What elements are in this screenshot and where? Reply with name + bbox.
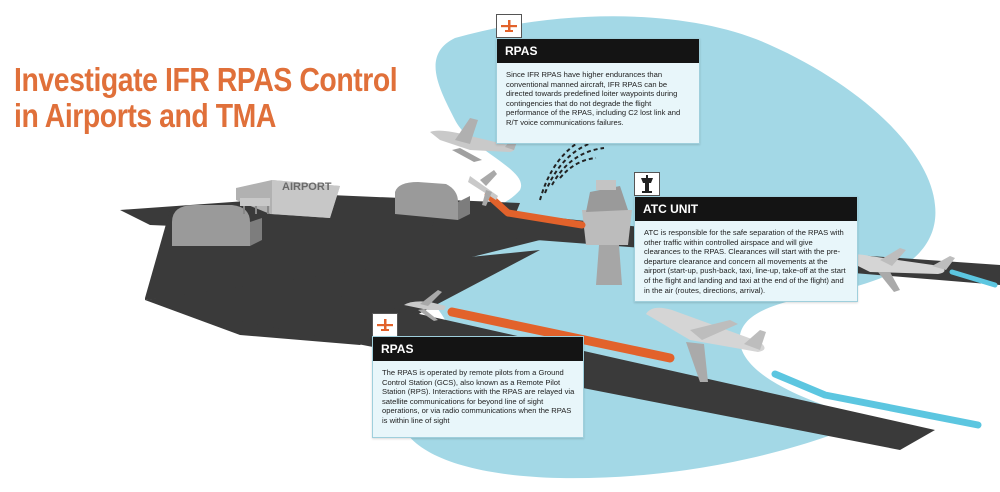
rpas-ground-badge bbox=[372, 313, 398, 337]
manned-landing-path bbox=[771, 370, 982, 429]
rpas-ground-callout: RPAS The RPAS is operated by remote pilo… bbox=[372, 336, 584, 438]
rpas-air-heading: RPAS bbox=[497, 39, 699, 63]
airport-buildings bbox=[172, 180, 470, 246]
control-tower-icon bbox=[641, 175, 653, 193]
rpas-aircraft-runway bbox=[404, 290, 446, 321]
rpas-air-text: Since IFR RPAS have higher endurances th… bbox=[506, 70, 681, 127]
title-line-1: Investigate IFR RPAS Control bbox=[14, 61, 398, 98]
atc-text: ATC is responsible for the safe separati… bbox=[644, 228, 846, 295]
drone-icon bbox=[377, 319, 393, 331]
atc-callout: ATC UNIT ATC is responsible for the safe… bbox=[634, 196, 858, 302]
drone-icon bbox=[501, 20, 517, 32]
rpas-ground-heading: RPAS bbox=[373, 337, 583, 361]
title-line-2: in Airports and TMA bbox=[14, 97, 276, 134]
airport-sign: AIRPORT bbox=[282, 181, 332, 193]
manned-aircraft-runway bbox=[646, 307, 766, 382]
rpas-air-callout: RPAS Since IFR RPAS have higher enduranc… bbox=[496, 38, 700, 144]
rpas-ground-text: The RPAS is operated by remote pilots fr… bbox=[382, 368, 575, 425]
atc-badge bbox=[634, 172, 660, 196]
rpas-air-badge bbox=[496, 14, 522, 38]
manned-aircraft-approach bbox=[842, 248, 955, 292]
atc-heading: ATC UNIT bbox=[635, 197, 857, 221]
control-tower bbox=[582, 180, 632, 285]
page-title: Investigate IFR RPAS Control in Airports… bbox=[14, 61, 398, 134]
rpas-runway-path bbox=[447, 307, 675, 363]
rpas-aircraft-takeoff bbox=[468, 170, 498, 206]
rpas-departure-path bbox=[484, 191, 586, 229]
manned-approach-path bbox=[949, 269, 998, 288]
